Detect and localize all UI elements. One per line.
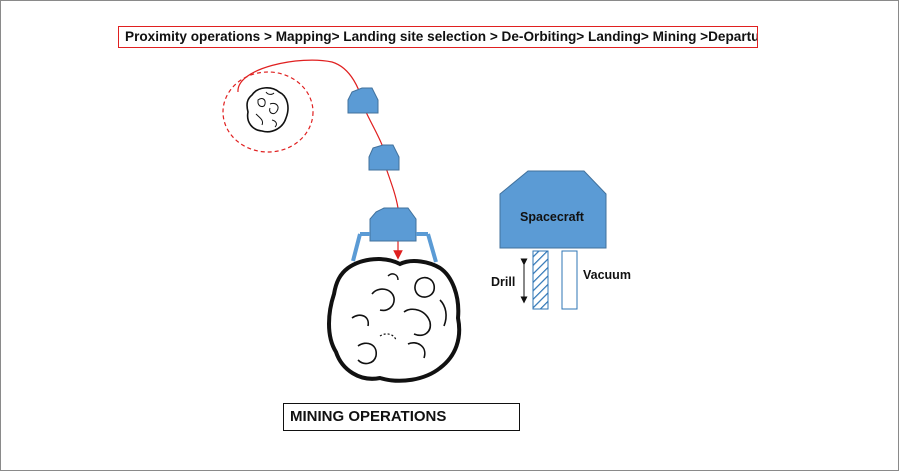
spacecraft-icon [499, 170, 607, 249]
descent-trajectory-segment [385, 167, 399, 209]
descent-trajectory [237, 59, 363, 101]
drill-label: Drill [491, 275, 515, 289]
orbit-ring [222, 71, 314, 153]
large-asteroid-icon [327, 257, 462, 383]
spacecraft-label: Spacecraft [520, 210, 585, 224]
drill-icon [532, 250, 549, 310]
lander-icon [347, 87, 379, 114]
mission-phases-banner: Proximity operations > Mapping> Landing … [118, 26, 758, 48]
vacuum-label: Vacuum [583, 268, 631, 282]
lander-icon [368, 144, 400, 171]
descent-trajectory-segment [365, 111, 385, 151]
vacuum-tube-icon [561, 250, 578, 310]
landing-spacecraft-icon [351, 207, 438, 263]
mining-operations-caption: MINING OPERATIONS [283, 403, 520, 431]
small-asteroid-icon [246, 87, 289, 133]
